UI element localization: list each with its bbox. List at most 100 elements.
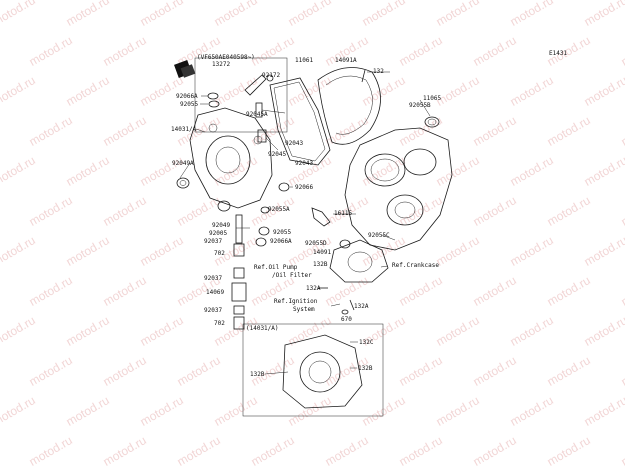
callout-92037-b[interactable]: 92037 bbox=[204, 275, 223, 282]
callout-92172[interactable]: 92172 bbox=[262, 72, 281, 79]
callout-14069[interactable]: 14069 bbox=[206, 289, 225, 296]
inset-cover-dome bbox=[299, 351, 341, 393]
oring-11065 bbox=[424, 116, 440, 128]
callout-92045[interactable]: 92045 bbox=[268, 151, 287, 158]
crankcase-housing bbox=[386, 194, 424, 226]
cover-14091 bbox=[329, 239, 389, 283]
cover-14091-face bbox=[347, 251, 373, 273]
pin-702-b bbox=[233, 316, 245, 330]
callout-92066A-mid[interactable]: 92066A bbox=[270, 238, 292, 245]
cover-14091A bbox=[317, 67, 381, 145]
oring-92055 bbox=[208, 100, 220, 108]
callout-92066[interactable]: 92066 bbox=[295, 184, 314, 191]
clutch-cover-center bbox=[215, 146, 241, 174]
inset-frame bbox=[242, 323, 384, 417]
leader-92045A bbox=[261, 109, 286, 114]
inset-cover-14031A bbox=[282, 334, 363, 409]
callout-702-b[interactable]: 702 bbox=[214, 320, 225, 327]
oring-92055D bbox=[339, 239, 351, 249]
cover-inner bbox=[325, 75, 373, 135]
leader-14031A bbox=[195, 128, 206, 133]
leader-11065 bbox=[419, 99, 431, 117]
oring-92055A bbox=[260, 206, 270, 214]
callout-132C[interactable]: 132C bbox=[359, 339, 374, 346]
callout-92055-mid[interactable]: 92055 bbox=[273, 229, 292, 236]
seal-92049A bbox=[176, 177, 190, 189]
callout-92055C[interactable]: 92055C bbox=[368, 232, 390, 239]
ref-oil-pump[interactable]: Ref.Oil Pump bbox=[254, 264, 298, 271]
gasket-inner-edge bbox=[273, 81, 326, 162]
leader-92049A bbox=[179, 162, 191, 179]
oring-11065-inner bbox=[427, 118, 437, 126]
oring-670 bbox=[341, 309, 349, 315]
callout-132A-b[interactable]: 132A bbox=[354, 303, 369, 310]
sensor-16115 bbox=[311, 207, 331, 227]
figure-code: E1431 bbox=[549, 50, 568, 57]
seal-92049A-inner bbox=[179, 180, 187, 186]
inset-cover-center bbox=[308, 360, 332, 384]
callout-132B-inset-left[interactable]: 132B bbox=[250, 371, 265, 378]
ref-ignition-system[interactable]: System bbox=[293, 306, 315, 313]
ref-oil-filter[interactable]: /Oil Filter bbox=[272, 272, 312, 279]
callout-92055B[interactable]: 92055B bbox=[409, 102, 431, 109]
crankcase bbox=[344, 127, 453, 251]
callout-92005[interactable]: 92005 bbox=[209, 230, 228, 237]
callout-92066A[interactable]: 92066A bbox=[176, 93, 198, 100]
bolt-92172 bbox=[266, 74, 274, 82]
leader-92045 bbox=[265, 137, 279, 151]
inset-label: (14031/A) bbox=[246, 325, 279, 332]
callout-92049A[interactable]: 92049A bbox=[172, 160, 194, 167]
callout-92055[interactable]: 92055 bbox=[180, 101, 199, 108]
callout-14091A[interactable]: 14091A bbox=[335, 57, 357, 64]
callout-14091[interactable]: 14091 bbox=[313, 249, 332, 256]
callout-11065[interactable]: 11065 bbox=[423, 95, 442, 102]
crankcase-housing-inner bbox=[394, 201, 416, 219]
leader-132B-l bbox=[264, 371, 289, 375]
pin-702-a bbox=[233, 243, 245, 257]
callout-92037-c[interactable]: 92037 bbox=[204, 307, 223, 314]
leader-92055C bbox=[381, 234, 396, 241]
bolt-132A-b bbox=[349, 299, 355, 311]
callout-92045A[interactable]: 92045A bbox=[246, 111, 268, 118]
clutch-cover-dome bbox=[205, 135, 251, 185]
callout-11061[interactable]: 11061 bbox=[295, 57, 314, 64]
callout-92037-a[interactable]: 92037 bbox=[204, 238, 223, 245]
part-14069 bbox=[231, 282, 247, 302]
callout-16115[interactable]: 16115 bbox=[334, 210, 353, 217]
callout-92055D[interactable]: 92055D bbox=[305, 240, 327, 247]
lever-13272 bbox=[244, 74, 267, 96]
callout-92055A[interactable]: 92055A bbox=[268, 206, 290, 213]
plug-92066A-mid bbox=[255, 237, 267, 247]
clutch-cover-14031A bbox=[189, 107, 273, 209]
gasket-11061 bbox=[269, 77, 331, 166]
callout-92043-a[interactable]: 92043 bbox=[285, 140, 304, 147]
callout-13272[interactable]: 13272 bbox=[212, 61, 231, 68]
callout-670[interactable]: 670 bbox=[341, 316, 352, 323]
ref-crankcase[interactable]: Ref.Crankcase bbox=[392, 262, 439, 269]
callout-92049[interactable]: 92049 bbox=[212, 222, 231, 229]
bolt-92045 bbox=[257, 129, 267, 143]
serial-note: (VF650AE040598~) bbox=[197, 54, 255, 61]
leader-crankcase bbox=[380, 265, 389, 268]
seal-92049 bbox=[217, 200, 231, 212]
front-arrow-badge bbox=[174, 60, 196, 78]
callout-702-a[interactable]: 702 bbox=[214, 250, 225, 257]
ref-ignition[interactable]: Ref.Ignition bbox=[274, 298, 318, 305]
cover-boss-1 bbox=[208, 123, 218, 133]
callout-132B[interactable]: 132B bbox=[313, 261, 328, 268]
callout-14031A[interactable]: 14031/A bbox=[171, 126, 197, 133]
leader-132A bbox=[330, 303, 341, 307]
oring-92055-mid bbox=[258, 226, 270, 236]
callout-132B-inset-right[interactable]: 132B bbox=[358, 365, 373, 372]
cylinder-bore-1-inner bbox=[370, 158, 400, 182]
callout-132A-a[interactable]: 132A bbox=[306, 285, 321, 292]
shaft-92005 bbox=[235, 214, 243, 244]
cylinder-bore-2 bbox=[403, 148, 437, 176]
callout-92043-b[interactable]: 92043 bbox=[295, 160, 314, 167]
callout-132[interactable]: 132 bbox=[373, 68, 384, 75]
serial-bracket bbox=[194, 57, 288, 133]
collar-92066 bbox=[278, 182, 290, 192]
cylinder-bore-1 bbox=[364, 153, 406, 187]
